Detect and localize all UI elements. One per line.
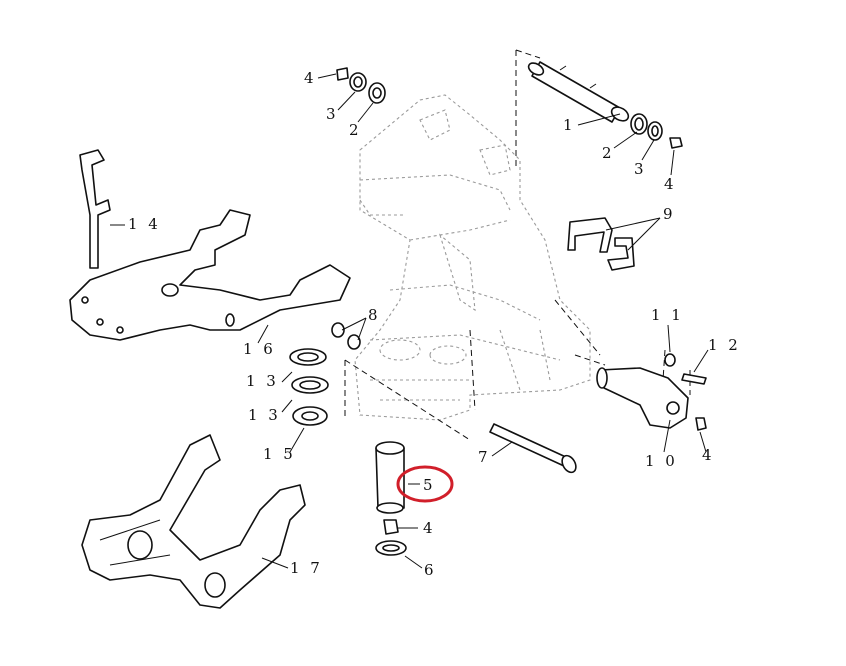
part-5-sleeve	[375, 441, 405, 514]
label-7: 7	[478, 448, 491, 466]
label-4-top-left: 4	[304, 69, 317, 87]
label-13-lower: 1 3	[248, 406, 281, 424]
axle-support-housing-ghost	[354, 94, 591, 421]
label-11: 1 1	[651, 306, 684, 324]
label-2-top-left: 2	[349, 121, 362, 139]
label-2-top-right: 2	[602, 144, 615, 162]
label-16: 1 6	[243, 340, 276, 358]
label-12: 1 2	[708, 336, 741, 354]
part-1-pin	[527, 61, 630, 123]
label-13-upper: 1 3	[246, 372, 279, 390]
part-10-11-12-pivot	[596, 353, 707, 431]
label-10: 1 0	[645, 452, 678, 470]
label-5: 5	[423, 476, 436, 494]
label-4-lower: 4	[423, 519, 436, 537]
part-9-brackets	[567, 217, 635, 271]
part-7-long-bolt	[489, 423, 577, 474]
highlight-circle	[396, 465, 454, 503]
label-15: 1 5	[263, 445, 296, 463]
alignment-lines	[344, 49, 691, 441]
label-6: 6	[424, 561, 437, 579]
part-13-15-shims	[289, 348, 329, 426]
part-2-3-4-right-hardware	[630, 113, 683, 149]
part-8-bushings	[331, 322, 361, 350]
part-16-upper-bracket	[69, 209, 351, 341]
label-14: 1 4	[128, 215, 161, 233]
part-4-6-lower-hardware	[375, 519, 407, 556]
part-17-lower-frame	[81, 434, 306, 609]
leader-lines	[110, 73, 709, 569]
label-3-top-right: 3	[634, 160, 647, 178]
label-3-top-left: 3	[326, 105, 339, 123]
part-2-3-4-left-hardware	[336, 67, 386, 104]
label-9: 9	[663, 205, 676, 223]
label-1: 1	[563, 116, 576, 134]
label-8: 8	[368, 306, 381, 324]
label-4-right: 4	[702, 446, 715, 464]
part-14-hook-rod	[79, 149, 111, 269]
label-4-top-right: 4	[664, 175, 677, 193]
callout-labels: 4 3 2 1 2 3 4 1 4 9 1 6 8 1 1 1 2 1 3 1 …	[128, 69, 741, 579]
label-17: 1 7	[290, 559, 323, 577]
